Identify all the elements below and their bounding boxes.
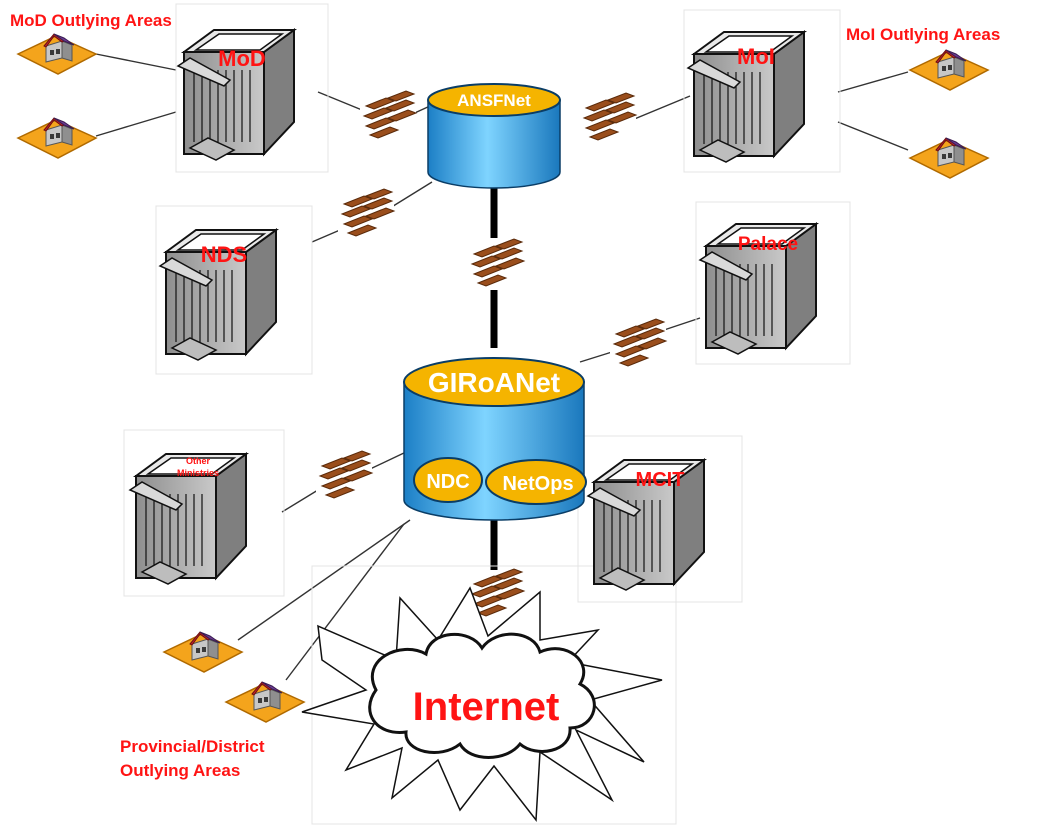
firewall-icon-palace: [609, 318, 667, 367]
building-label-moi: MoI: [737, 44, 775, 69]
firewall-icon-other-ministries: [315, 450, 373, 499]
building-other-ministries: Other Ministries: [129, 453, 247, 585]
moi-outlying-areas-label: MoI Outlying Areas: [846, 25, 1000, 44]
building-mod: MoD: [177, 29, 295, 161]
building-label-nds: NDS: [201, 242, 247, 267]
internet-label: Internet: [413, 685, 560, 729]
house-icon-provincial-1: [163, 631, 243, 673]
firewall-icon-mod: [359, 90, 417, 139]
firewall-icon-nds: [337, 188, 395, 237]
ndc-label: NDC: [426, 471, 469, 493]
building-label-mcit: MCIT: [636, 469, 685, 491]
ansfnet-database: ANSFNet: [427, 83, 561, 189]
firewall-icon-moi: [579, 92, 637, 141]
building-label-other-line2: Ministries: [177, 468, 219, 478]
internet-cloud: Internet: [301, 586, 663, 823]
provincial-areas-label-line2: Outlying Areas: [120, 761, 240, 780]
links: [95, 53, 909, 681]
building-moi: MoI: [687, 31, 805, 163]
house-icon-mod-2: [17, 117, 97, 159]
netops-label: NetOps: [502, 473, 573, 495]
house-icon-provincial-2: [225, 681, 305, 723]
building-label-other-line1: Other: [186, 456, 211, 466]
building-nds: NDS: [159, 229, 277, 361]
building-label-palace: Palace: [738, 234, 798, 255]
house-icon-moi-1: [909, 49, 989, 91]
netops-node: [485, 459, 587, 505]
house-icon-moi-2: [909, 137, 989, 179]
building-palace: Palace: [699, 223, 817, 355]
giroanet-database: GIRoANet NDC NetOps: [403, 357, 587, 521]
provincial-areas-label-line1: Provincial/District: [120, 737, 265, 756]
giroanet-label: GIRoANet: [428, 367, 560, 398]
image-frames: [123, 3, 851, 825]
ansfnet-label: ANSFNet: [457, 91, 531, 110]
ndc-node: [413, 457, 483, 503]
mod-outlying-areas-label: MoD Outlying Areas: [10, 11, 172, 30]
building-label-mod: MoD: [218, 46, 266, 71]
firewall-icon-trunk: [467, 238, 525, 287]
house-icon-mod-1: [17, 33, 97, 75]
building-mcit: MCIT: [587, 459, 705, 591]
